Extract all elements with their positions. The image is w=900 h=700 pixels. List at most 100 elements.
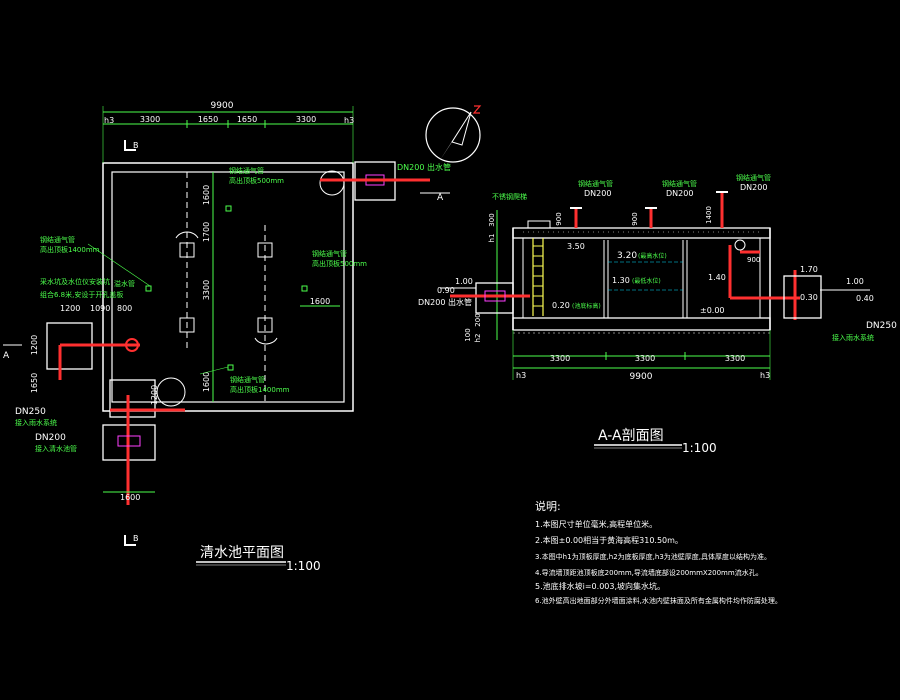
dim-left: 200 — [474, 313, 482, 326]
vent-marker — [227, 364, 234, 371]
plan-title: 清水池平面图 — [200, 545, 284, 561]
note-item: 2.本图±0.00相当于黄海高程310.50m。 — [535, 535, 683, 545]
floor-slab — [512, 317, 771, 331]
note-vent-top: 钢结通气管 — [229, 166, 264, 175]
flow-arrow-icon — [175, 231, 199, 239]
section-b-symbol — [124, 535, 136, 546]
overflow-ring — [734, 239, 746, 251]
dim-top: 900 — [631, 212, 639, 225]
dim-valve: 1090 — [90, 304, 110, 313]
note-pipe-right: DN250 — [866, 321, 897, 331]
tank-outer-wall — [102, 162, 354, 412]
dim-h3-left: h3 — [104, 116, 114, 125]
note-vent-mid: 钢结通气管 — [312, 249, 347, 258]
dim-valve: 1600 — [120, 493, 140, 502]
level: 1.40 — [708, 273, 726, 282]
note-item: 4.导流墙顶距池顶板底200mm,导流墙底部设200mmX200mm流水孔。 — [535, 568, 763, 577]
vent-marker — [225, 205, 232, 212]
note-vent-a: 钢结通气管 — [578, 179, 613, 188]
dim-inner: 3300 — [202, 280, 211, 300]
dim-inner: 1600 — [202, 185, 211, 205]
dim-inner: 1600 — [310, 297, 330, 306]
notes-heading: 说明: — [535, 499, 561, 513]
section-view: 钢结通气管 DN200 钢结通气管 DN200 钢结通气管 DN200 不锈钢爬… — [418, 173, 897, 455]
level: 3.50 — [567, 242, 585, 251]
note-vent-top: 高出顶板500mm — [229, 176, 284, 185]
valve-chamber-bottom — [109, 379, 156, 418]
plan-view: 9900 h3 h3 3300 1650 1650 3300 1600 1700… — [3, 101, 451, 573]
dim-seg: 3300 — [725, 354, 745, 363]
level: 0.40 — [856, 294, 874, 303]
dim-seg: 1650 — [198, 115, 218, 124]
flow-arrow-icon — [254, 337, 278, 345]
dim-valve: 800 — [117, 304, 132, 313]
column — [179, 317, 195, 333]
dim-seg: 3300 — [296, 115, 316, 124]
dim-valve: 1200 — [150, 385, 159, 405]
dim-top: 900 — [747, 256, 760, 264]
dim-top: 900 — [555, 212, 563, 225]
dim-left: h1 — [488, 234, 496, 243]
dim-seg: 3300 — [635, 354, 655, 363]
section-mark-b: B — [133, 141, 139, 150]
vent-marker — [145, 285, 152, 292]
level: 0.30 — [800, 293, 818, 302]
dim-total: 9900 — [211, 101, 234, 111]
note-vent-left: 钢结通气管 — [40, 235, 75, 244]
level: 1.00 — [846, 277, 864, 286]
dim-top: 1400 — [705, 206, 713, 224]
note-vent-bottom: 高出顶板1400mm — [230, 385, 290, 394]
dim-h3: h3 — [516, 371, 526, 380]
column — [179, 242, 195, 258]
level: 3.20 — [617, 251, 637, 261]
note-item: 1.本图尺寸单位毫米,高程单位米。 — [535, 519, 657, 529]
level: 1.00 — [455, 277, 473, 286]
note-pipe-right: 接入雨水系统 — [832, 333, 874, 342]
section-title: A-A剖面图 — [598, 428, 664, 444]
note-vent-c: 钢结通气管 — [736, 173, 771, 182]
pipe-fitting — [125, 338, 139, 352]
note-overflow: DN250 — [15, 407, 46, 417]
north-arrow-icon — [425, 105, 482, 163]
tank-inner-wall — [111, 171, 345, 403]
level: 1.70 — [800, 265, 818, 274]
note-vent-b: DN200 — [666, 189, 693, 198]
note-ladder: 组合6.8米,安设于开孔盖板 — [40, 290, 123, 299]
level: 0.20 — [552, 301, 570, 310]
manhole — [156, 377, 186, 407]
dim-inner: 1700 — [202, 222, 211, 242]
note-vent-a: DN200 — [584, 189, 611, 198]
section-scale: 1:100 — [682, 441, 717, 455]
column — [257, 317, 273, 333]
note-ladder: 不锈钢爬梯 — [492, 192, 527, 201]
section-mark-a-left: A — [3, 351, 10, 361]
dim-h3-right: h3 — [344, 116, 354, 125]
note-vent-c: DN200 — [740, 183, 767, 192]
level-label: (最低水位) — [632, 277, 661, 285]
roof-slab — [512, 227, 771, 239]
dim-total: 9900 — [630, 372, 653, 382]
dim-seg: 1650 — [237, 115, 257, 124]
note-vent-bottom: 钢结通气管 — [230, 375, 265, 384]
section-mark-a: A — [437, 193, 444, 203]
note-item: 5.池底排水坡i=0.003,坡向集水坑。 — [535, 581, 665, 591]
notes-block: 说明: 1.本图尺寸单位毫米,高程单位米。 2.本图±0.00相当于黄海高程31… — [535, 499, 782, 605]
manhole-cover — [527, 220, 551, 229]
dim-seg: 3300 — [140, 115, 160, 124]
section-b-symbol — [124, 140, 136, 151]
leader-line — [199, 366, 229, 375]
dim-valve: 1200 — [60, 304, 80, 313]
note-item: 3.本图中h1为顶板厚度,h2为底板厚度,h3为池壁厚度,具体厚度以结构为准。 — [535, 552, 771, 561]
dim-inner: 1600 — [202, 372, 211, 392]
note-overflow: 接入雨水系统 — [15, 418, 57, 427]
valve-icon — [117, 435, 141, 447]
note-pipe-left: DN200 出水管 — [418, 297, 472, 307]
note-riser: 溢水管 — [114, 279, 135, 288]
manhole — [319, 170, 345, 196]
dim-h3: h3 — [760, 371, 770, 380]
level-label: (最高水位) — [638, 252, 667, 260]
note-item: 6.池外壁高出地面部分外墙面涂料,水池内壁抹面及所有金属构件均作防腐处理。 — [535, 596, 782, 605]
note-vent-b: 钢结通气管 — [662, 179, 697, 188]
dim-valve: 1200 — [30, 335, 39, 355]
valve-icon — [484, 290, 506, 302]
